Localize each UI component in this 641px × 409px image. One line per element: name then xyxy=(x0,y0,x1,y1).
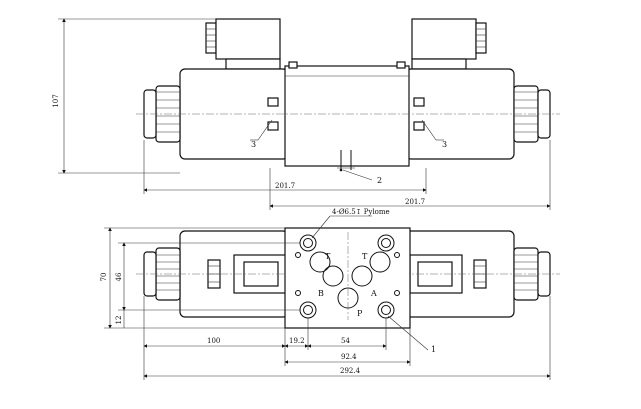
callout-1: 1 xyxy=(387,315,436,354)
port-T-right-label: T xyxy=(362,252,368,261)
port-P-label: P xyxy=(357,309,363,318)
dimension-12: 12 xyxy=(115,310,125,328)
dimension-107-label: 107 xyxy=(52,94,60,107)
port-A-label: A xyxy=(370,289,377,298)
dimension-201-7-left-label: 201.7 xyxy=(275,182,295,190)
left-coil-connector xyxy=(205,18,281,70)
dimension-46: 46 xyxy=(115,242,300,311)
port-B-circle xyxy=(322,265,344,287)
callout-3-left-label: 3 xyxy=(251,140,256,149)
mounting-face: T T B A P xyxy=(284,227,411,329)
dimension-201-7-right-label: 201.7 xyxy=(405,198,425,206)
port-T-left-label: T xyxy=(325,252,331,261)
dimension-201-7-right: 201.7 xyxy=(269,140,551,210)
callout-3-left: 3 xyxy=(250,119,273,149)
port-A-circle xyxy=(351,265,373,287)
dimension-100-label: 100 xyxy=(207,337,220,345)
dimension-107: 107 xyxy=(52,18,222,174)
dimension-70-label: 70 xyxy=(100,273,108,282)
hole-spec-callout: 4-Ø6.5↧ Pylome xyxy=(311,208,390,239)
dimension-92-4-label: 92.4 xyxy=(341,353,357,361)
callout-3-right: 3 xyxy=(421,119,447,149)
callout-2-label: 2 xyxy=(377,176,382,185)
dimension-46-label: 46 xyxy=(115,272,123,281)
mounting-hole xyxy=(377,234,395,252)
dimension-70: 70 xyxy=(100,227,285,329)
valve-body-top xyxy=(284,61,410,172)
right-coil-connector xyxy=(411,18,487,70)
callout-2: 2 xyxy=(342,169,382,185)
port-B-label: B xyxy=(318,289,324,298)
dimension-12-label: 12 xyxy=(115,316,123,325)
callout-1-label: 1 xyxy=(431,345,436,354)
dimension-201-7-left: 201.7 xyxy=(143,140,427,194)
dimension-292-4-label: 292.4 xyxy=(340,367,361,375)
port-T-right-circle xyxy=(369,251,391,273)
callout-3-right-label: 3 xyxy=(442,140,447,149)
top-view: 107 xyxy=(52,18,560,210)
bottom-view: T T B A P 4-Ø6.5↧ Pylome 1 70 xyxy=(100,208,560,380)
hole-spec-label: 4-Ø6.5↧ Pylome xyxy=(332,208,390,216)
dimension-92-4: 92.4 xyxy=(284,328,411,366)
port-T-left-circle xyxy=(309,251,331,273)
dimension-54-label: 54 xyxy=(341,337,350,345)
dimension-54: 54 xyxy=(307,318,387,350)
dimension-292-4: 292.4 xyxy=(143,296,551,380)
dimension-19-2-label: 19.2 xyxy=(289,337,305,345)
